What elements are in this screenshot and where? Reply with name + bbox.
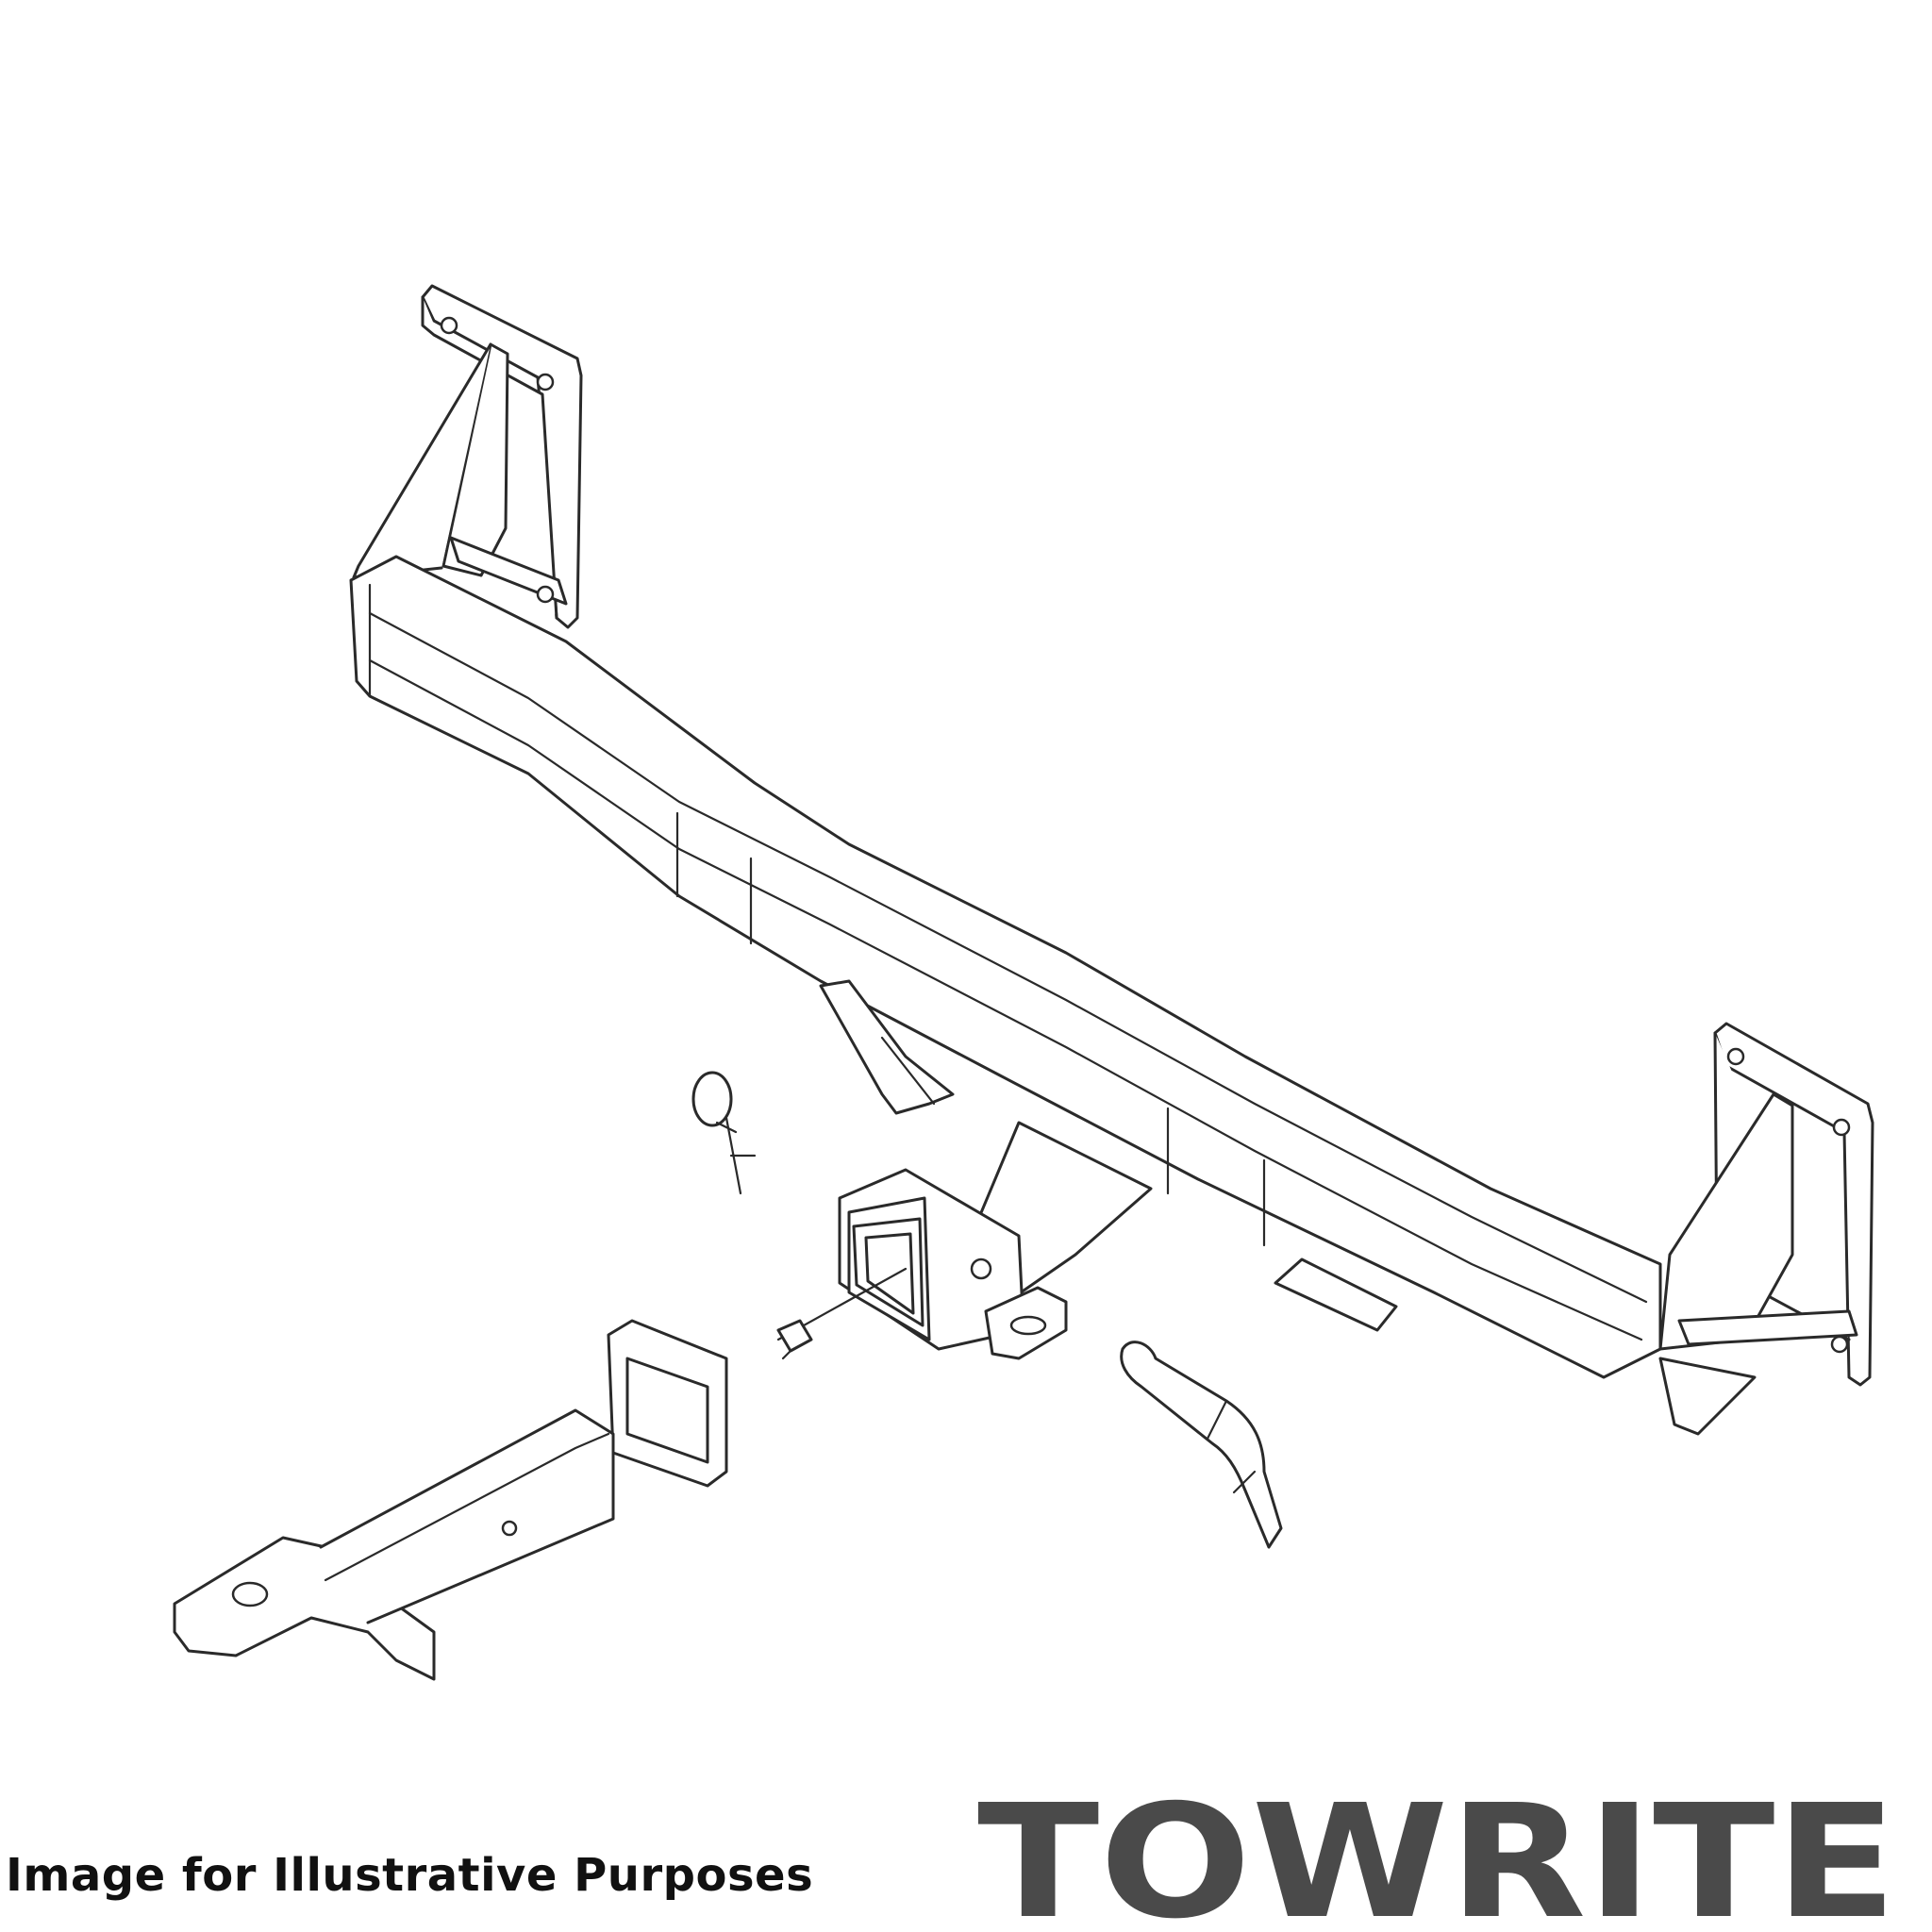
safety-chain-loop bbox=[984, 1286, 1068, 1360]
receiver-cover bbox=[607, 1319, 728, 1488]
hitch-pin-clip bbox=[776, 1267, 908, 1360]
spring-clip-pin bbox=[1120, 1341, 1283, 1549]
caption: Image for Illustrative Purposes bbox=[6, 1849, 814, 1902]
right-mounting-bracket bbox=[1658, 1022, 1874, 1436]
hitch-pin bbox=[691, 1071, 757, 1195]
left-mounting-bracket bbox=[352, 284, 583, 629]
logo-wordmark: TOWRITE bbox=[977, 1798, 1897, 1921]
receiver-hitch bbox=[819, 979, 1153, 1351]
support-strap bbox=[1274, 1257, 1398, 1332]
ball-mount-tongue bbox=[173, 1408, 615, 1681]
towrite-logo: TOWRITE bbox=[977, 1798, 1897, 1921]
